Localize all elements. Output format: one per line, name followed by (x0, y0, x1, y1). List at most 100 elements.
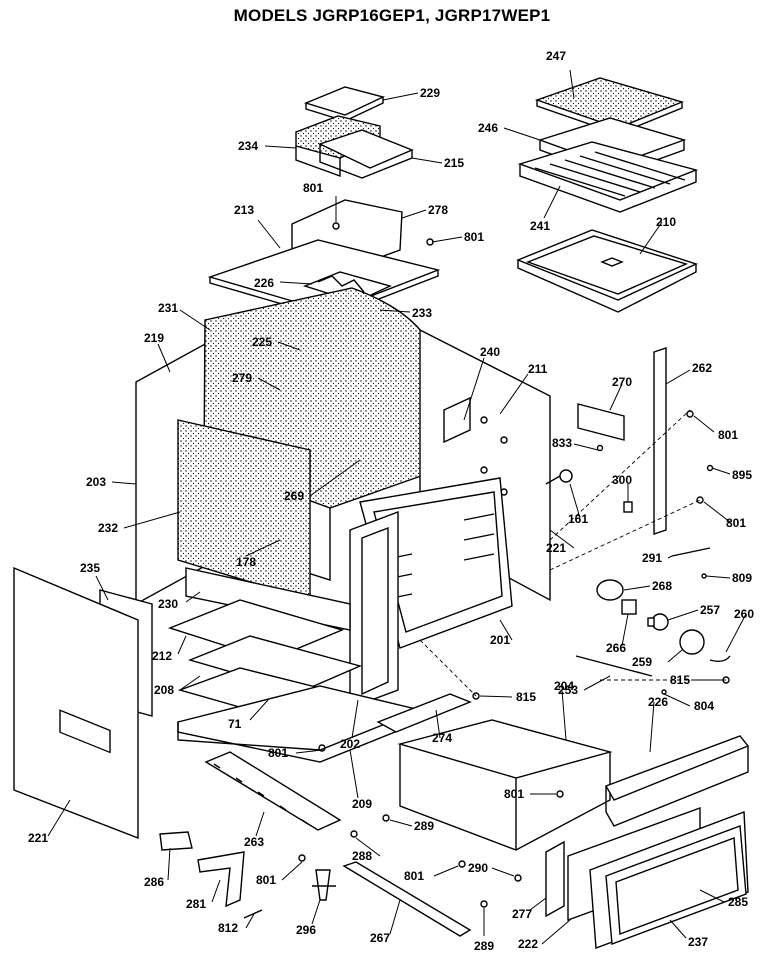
callout-288: 288 (352, 849, 372, 863)
callout-266: 266 (606, 641, 626, 655)
part-281-leg-bracket (197, 851, 245, 908)
part-237-drawer-frame (605, 825, 747, 945)
callout-219: 219 (144, 331, 164, 345)
part-286-clip (159, 831, 193, 851)
callout-801: 801 (404, 869, 424, 883)
part-161-valve (545, 469, 573, 485)
callout-229: 229 (420, 86, 440, 100)
part-210-oven-bottom (516, 229, 698, 313)
callout-801: 801 (303, 181, 323, 195)
callout-230: 230 (158, 597, 178, 611)
callout-209: 209 (352, 797, 372, 811)
callout-270: 270 (612, 375, 632, 389)
callout-286: 286 (144, 875, 164, 889)
callout-815: 815 (516, 690, 536, 704)
callout-259: 259 (632, 655, 652, 669)
part-259-lens (679, 629, 705, 655)
callout-212: 212 (152, 649, 172, 663)
callout-281: 281 (186, 897, 206, 911)
callout-232: 232 (98, 521, 118, 535)
callout-801: 801 (718, 428, 738, 442)
callout-235: 235 (80, 561, 100, 575)
callout-161: 161 (568, 512, 588, 526)
callout-226: 226 (254, 276, 274, 290)
callout-210: 210 (656, 215, 676, 229)
callout-204: 204 (554, 679, 574, 693)
callout-178: 178 (236, 555, 256, 569)
callout-215: 215 (444, 156, 464, 170)
callout-226: 226 (648, 695, 668, 709)
callout-801: 801 (268, 746, 288, 760)
callout-253: 253 (558, 683, 578, 697)
callout-285: 285 (728, 895, 748, 909)
callout-247: 247 (546, 49, 566, 63)
callout-801: 801 (726, 516, 746, 530)
part-229-cover (303, 86, 386, 122)
part-257-bulb (647, 613, 669, 631)
part-262-vertical-trim (653, 347, 667, 535)
part-291-pin (671, 547, 711, 557)
callout-804: 804 (694, 699, 714, 713)
part-240-strip (443, 396, 471, 444)
callout-815: 815 (670, 673, 690, 687)
callout-260: 260 (734, 607, 754, 621)
callout-225: 225 (252, 335, 272, 349)
callout-231: 231 (158, 301, 178, 315)
callout-801: 801 (256, 873, 276, 887)
callout-257: 257 (700, 603, 720, 617)
callout-833: 833 (552, 436, 572, 450)
callout-203: 203 (86, 475, 106, 489)
part-226-drawer-trim (604, 735, 750, 827)
callout-202: 202 (340, 737, 360, 751)
callout-246: 246 (478, 121, 498, 135)
part-253-rod (575, 655, 653, 677)
callout-234: 234 (238, 139, 258, 153)
callout-274: 274 (432, 731, 452, 745)
callout-300: 300 (612, 473, 632, 487)
callout-208: 208 (154, 683, 174, 697)
part-277-drawer-end (545, 840, 565, 918)
callout-289: 289 (474, 939, 494, 953)
callout-237: 237 (688, 935, 708, 949)
callout-241: 241 (530, 219, 550, 233)
callout-221: 221 (546, 541, 566, 555)
part-300-clip (623, 501, 633, 513)
part-274-rail (376, 693, 472, 733)
part-263-toe-kick (204, 751, 342, 831)
part-267-drawer-slide (342, 861, 472, 937)
callout-895: 895 (732, 468, 752, 482)
diagram-title: MODELS JGRP16GEP1, JGRP17WEP1 (233, 6, 551, 25)
callout-263: 263 (244, 835, 264, 849)
callout-240: 240 (480, 345, 500, 359)
callout-812: 812 (218, 921, 238, 935)
callout-801: 801 (464, 230, 484, 244)
callout-267: 267 (370, 931, 390, 945)
callout-262: 262 (692, 361, 712, 375)
callout-201: 201 (490, 633, 510, 647)
part-266-socket (621, 599, 637, 615)
callout-279: 279 (232, 371, 252, 385)
callout-296: 296 (296, 923, 316, 937)
callout-211: 211 (528, 362, 548, 376)
part-268-knob (596, 579, 624, 601)
callout-277: 277 (512, 907, 532, 921)
callout-71: 71 (228, 717, 242, 731)
callout-222: 222 (518, 937, 538, 951)
callout-268: 268 (652, 579, 672, 593)
callout-801: 801 (504, 787, 524, 801)
callout-233: 233 (412, 306, 432, 320)
callout-221: 221 (28, 831, 48, 845)
part-812-screw (243, 909, 263, 919)
callout-269: 269 (284, 489, 304, 503)
callout-809: 809 (732, 571, 752, 585)
callout-289: 289 (414, 819, 434, 833)
part-221-side-panel-left-outer (13, 566, 139, 840)
part-296-leveler (312, 869, 336, 901)
callout-290: 290 (468, 861, 488, 875)
part-260-wire-clip (709, 655, 731, 663)
part-241-oven-rack (517, 141, 699, 213)
part-270-bracket (577, 403, 625, 441)
callout-278: 278 (428, 203, 448, 217)
